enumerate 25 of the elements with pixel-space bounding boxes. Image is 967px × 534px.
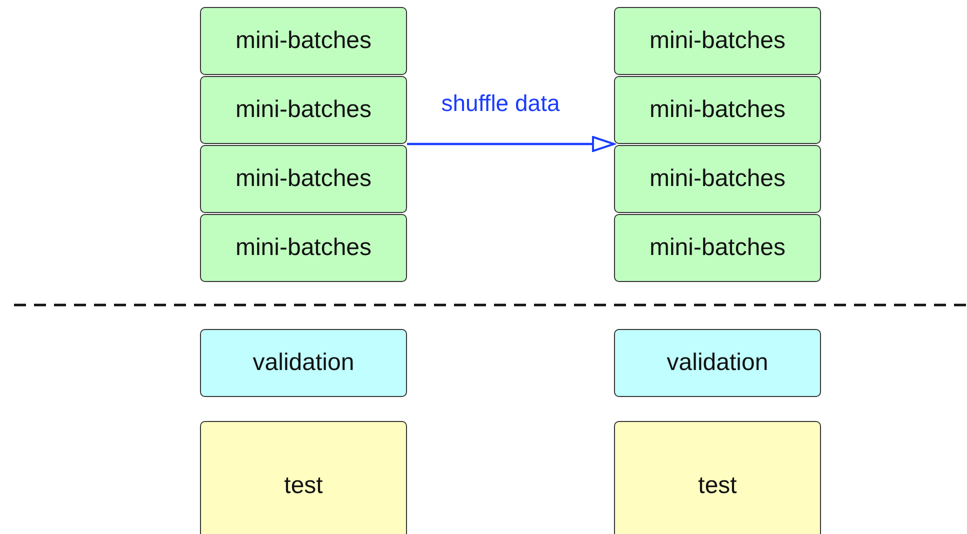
data-block <box>614 145 821 213</box>
data-block <box>200 329 407 397</box>
data-block <box>614 421 821 534</box>
block-label: mini-batches <box>235 27 372 55</box>
data-block <box>614 76 821 144</box>
data-block <box>200 421 407 534</box>
block-label: validation <box>666 349 768 377</box>
data-block <box>200 76 407 144</box>
block-label: mini-batches <box>649 96 786 124</box>
data-block <box>614 7 821 75</box>
block-label: test <box>698 472 737 500</box>
block-label: mini-batches <box>649 165 786 193</box>
block-label: mini-batches <box>235 234 372 262</box>
data-block <box>200 214 407 282</box>
block-label: validation <box>252 349 354 377</box>
data-block <box>614 214 821 282</box>
data-block <box>200 7 407 75</box>
block-label: test <box>284 472 323 500</box>
block-label: mini-batches <box>649 234 786 262</box>
block-label: mini-batches <box>649 27 786 55</box>
arrow <box>407 136 615 152</box>
block-label: mini-batches <box>235 96 372 124</box>
data-block <box>614 329 821 397</box>
block-label: mini-batches <box>235 165 372 193</box>
data-block <box>200 145 407 213</box>
